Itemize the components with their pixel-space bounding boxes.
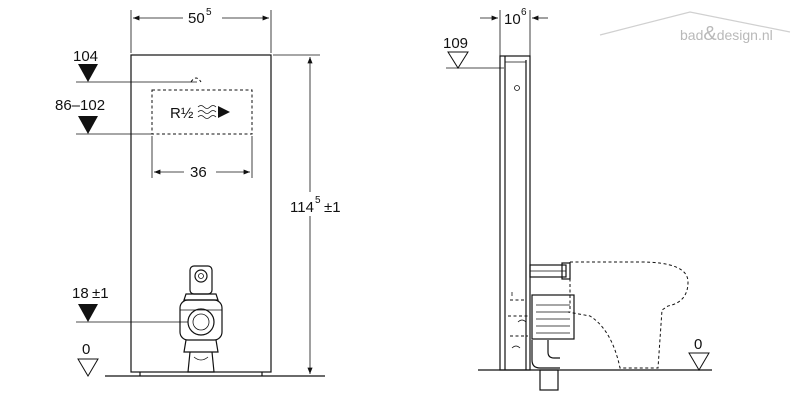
front-view: 50 5 104 86–102 R½	[55, 7, 341, 377]
toilet-bowl-outline	[567, 261, 689, 369]
depth-value: 10	[504, 11, 521, 28]
inlet-width-value: 36	[190, 164, 207, 181]
width-value: 50	[188, 10, 205, 27]
watermark-logo: bad&design.nl	[599, 11, 791, 45]
inlet-zone	[151, 89, 253, 135]
inlet-label: R½	[170, 105, 194, 122]
level-marker-0-front: 0	[77, 341, 99, 377]
level-marker-0-side: 0	[688, 336, 710, 371]
svg-text:109: 109	[443, 35, 468, 52]
svg-text:0: 0	[82, 341, 90, 358]
mounting-bolts	[529, 262, 571, 280]
side-drain-pipe	[508, 292, 575, 391]
svg-text:0: 0	[694, 336, 702, 353]
level-marker-104: 104	[73, 48, 197, 83]
side-panel	[499, 55, 531, 371]
svg-text:86–102: 86–102	[55, 97, 105, 114]
svg-text:±1: ±1	[92, 285, 109, 302]
level-marker-86-102: 86–102	[55, 97, 152, 135]
water-flow-icon	[197, 105, 230, 119]
svg-text:104: 104	[73, 48, 98, 65]
drain-fitting	[179, 265, 223, 373]
depth-dimension: 10 6	[480, 7, 548, 60]
side-view: 10 6 109	[443, 7, 712, 391]
inlet-width-dimension: 36	[151, 136, 253, 181]
height-dimension: 114 5 ±1	[273, 54, 341, 374]
width-dimension: 50 5	[130, 7, 272, 53]
level-marker-18: 18 ±1	[72, 285, 188, 323]
svg-text:18: 18	[72, 285, 89, 302]
svg-text:±1: ±1	[324, 199, 341, 216]
svg-text:5: 5	[315, 195, 321, 206]
level-marker-109: 109	[443, 35, 504, 69]
svg-text:5: 5	[206, 7, 212, 18]
notch-outline	[190, 77, 202, 83]
svg-text:6: 6	[521, 7, 527, 18]
height-value: 114	[290, 199, 314, 216]
svg-text:bad&design.nl: bad&design.nl	[680, 23, 773, 45]
